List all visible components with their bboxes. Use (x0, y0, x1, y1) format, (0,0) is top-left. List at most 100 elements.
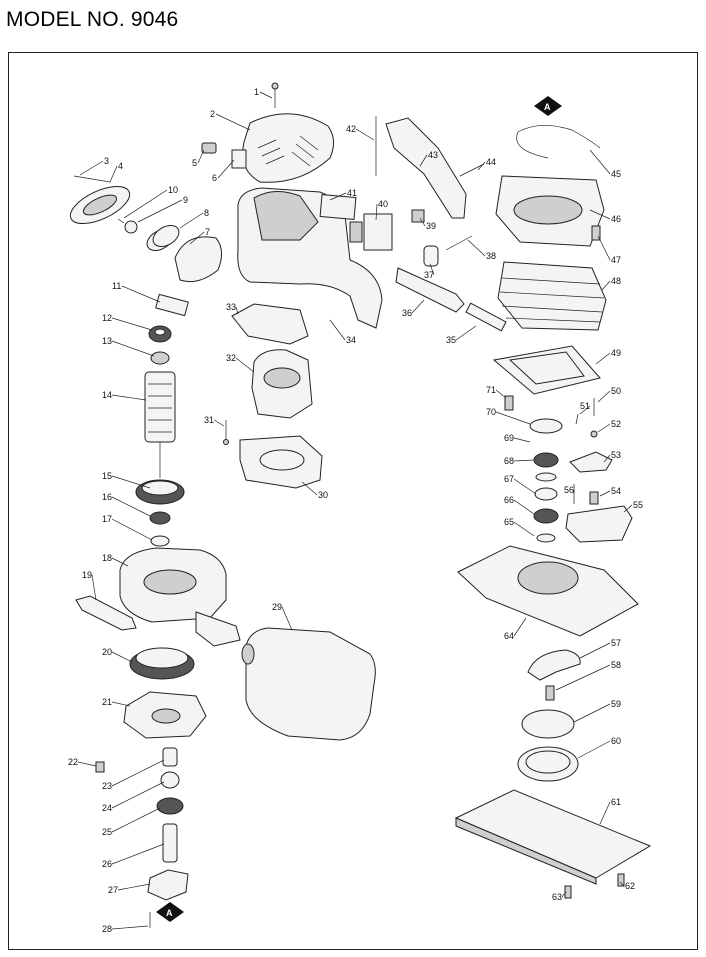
part-number-label: 51 (580, 401, 590, 411)
part-number-label: 26 (102, 859, 112, 869)
leader-line (455, 325, 477, 341)
part-number-label: 8 (204, 208, 209, 218)
parts-layer: A A (69, 82, 652, 928)
leader-line (601, 280, 611, 291)
part-number-label: 45 (611, 169, 621, 179)
part-number-label: 27 (108, 885, 118, 895)
part-number-label: 63 (552, 892, 562, 902)
leader-line (213, 419, 225, 427)
leader-line (111, 925, 149, 930)
leader-line (603, 454, 611, 463)
leader-line (235, 357, 255, 373)
leader-line (109, 165, 118, 183)
leader-line (513, 437, 531, 443)
leader-line (513, 478, 537, 495)
leader-line (179, 212, 204, 229)
part-number-label: 50 (611, 386, 621, 396)
leader-line (329, 319, 346, 341)
part-number-label: 38 (486, 251, 496, 261)
part-number-label: 2 (210, 109, 215, 119)
leader-line (111, 340, 155, 357)
part-number-label: 39 (426, 221, 436, 231)
part-number-label: 55 (633, 500, 643, 510)
part-number-label: 11 (112, 281, 121, 291)
leader-line (467, 239, 486, 257)
leader-line (111, 394, 147, 401)
part-number-label: 68 (504, 456, 514, 466)
leader-line (189, 231, 205, 245)
part-number-label: 65 (504, 517, 514, 527)
page-title: MODEL NO. 9046 (6, 8, 179, 31)
part-number-label: 7 (205, 227, 210, 237)
leader-line (419, 154, 428, 167)
part-number-label: 52 (611, 419, 621, 429)
leader-line (495, 411, 531, 425)
leader-line (111, 759, 165, 787)
leader-line (281, 606, 293, 631)
leader-line (217, 159, 235, 179)
part-number-label: 34 (346, 335, 356, 345)
leader-line (111, 807, 161, 833)
leader-line (573, 703, 611, 723)
leader-line (599, 490, 611, 497)
part-number-label: 18 (102, 553, 112, 563)
part-number-label: 42 (346, 124, 356, 134)
part-number-label: 69 (504, 433, 514, 443)
part-number-label: 67 (504, 474, 514, 484)
part-number-label: 32 (226, 353, 236, 363)
leader-line (117, 883, 151, 891)
part-number-label: 22 (68, 757, 78, 767)
part-43-handle (385, 117, 467, 219)
part-number-label: 12 (102, 313, 112, 323)
leader-line (513, 459, 535, 462)
svg-text:A: A (166, 908, 173, 918)
part-number-label: 19 (82, 570, 92, 580)
leader-line (411, 299, 425, 314)
part-number-label: 56 (564, 485, 574, 495)
leader-line (597, 235, 611, 261)
leader-line (137, 199, 183, 223)
leader-line (513, 499, 535, 515)
part-14-armature (144, 371, 176, 443)
leader-line (579, 405, 591, 415)
part-number-label: 35 (446, 335, 456, 345)
part-number-label: 62 (625, 881, 635, 891)
leader-line (597, 423, 611, 433)
leader-line (477, 161, 486, 171)
part-number-label: 10 (168, 185, 178, 195)
leader-line (111, 317, 153, 331)
part-number-label: 37 (424, 270, 434, 280)
leader-line (111, 651, 133, 663)
part-2-top-cover (242, 113, 334, 183)
leader-line (513, 521, 535, 537)
part-number-label: 53 (611, 450, 621, 460)
part-number-label: 3 (104, 156, 109, 166)
part-number-label: 29 (272, 602, 282, 612)
leader-line (111, 518, 153, 541)
part-number-label: 17 (102, 514, 112, 524)
leader-line (79, 160, 104, 176)
leader-line (429, 263, 435, 276)
leader-line (111, 496, 151, 517)
part-number-label: 46 (611, 214, 621, 224)
part-number-label: 6 (212, 173, 217, 183)
part-number-label: 15 (102, 471, 112, 481)
leader-line (579, 642, 611, 659)
leader-line (77, 761, 97, 767)
part-number-label: 44 (486, 157, 496, 167)
leader-line (513, 617, 527, 637)
part-number-label: 25 (102, 827, 112, 837)
leader-line (595, 352, 611, 365)
leader-line (589, 209, 611, 220)
leader-line (495, 389, 507, 399)
leader-line (235, 306, 239, 315)
part-number-label: 36 (402, 308, 412, 318)
part-number-label: 66 (504, 495, 514, 505)
part-number-label: 70 (486, 407, 496, 417)
part-number-label: 1 (254, 87, 259, 97)
leader-line (599, 801, 611, 825)
leader-line (619, 881, 625, 887)
leader-line (111, 475, 151, 489)
leader-line (577, 740, 611, 759)
